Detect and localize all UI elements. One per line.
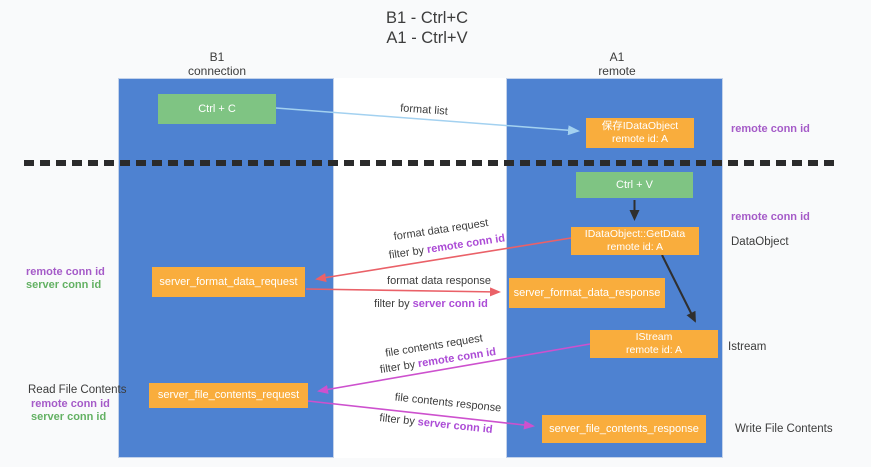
- node-server-file-contents-response: server_file_contents_response: [542, 415, 706, 443]
- node-server-file-contents-response-label: server_file_contents_response: [549, 422, 699, 435]
- node-server-format-data-request-label: server_format_data_request: [159, 275, 298, 288]
- annotation-remote-conn-id-mid: remote conn id: [731, 211, 810, 223]
- lane-b1-role: connection: [187, 64, 247, 78]
- annotation-remote-conn-id-top: remote conn id: [731, 123, 810, 135]
- annotation-remote-conn-id-bottom: remote conn id: [31, 398, 110, 410]
- node-getdata-line2: remote id: A: [606, 241, 664, 253]
- node-server-file-contents-request: server_file_contents_request: [149, 383, 308, 408]
- annotation-read-file-contents: Read File Contents: [28, 384, 127, 396]
- annotation-write-file-contents: Write File Contents: [735, 423, 833, 435]
- annotation-server-conn-id-left: server conn id: [26, 279, 102, 291]
- node-save-idataobject: 保存IDataObject remote id: A: [586, 118, 694, 148]
- center-strip: [334, 78, 506, 458]
- filter-by-text: filter by: [374, 298, 410, 310]
- node-server-format-data-request: server_format_data_request: [152, 267, 305, 297]
- annotation-remote-conn-id-left: remote conn id: [26, 266, 105, 278]
- node-server-file-contents-request-label: server_file_contents_request: [157, 389, 300, 401]
- arrow-getdata-to-istream: [661, 254, 696, 323]
- server-conn-id-key: server conn id: [412, 298, 488, 310]
- node-ctrl-v-label: Ctrl + V: [616, 178, 653, 191]
- lane-header-a1: A1 remote: [547, 50, 687, 78]
- title-line-1: B1 - Ctrl+C: [385, 9, 469, 27]
- node-save-idataobject-line2: remote id: A: [611, 133, 669, 145]
- node-ctrl-c: Ctrl + C: [158, 94, 276, 124]
- arrow-format-list: [275, 107, 580, 136]
- node-ctrl-c-label: Ctrl + C: [198, 102, 236, 115]
- arrow-file-contents-request: [317, 343, 591, 394]
- node-server-format-data-response: server_format_data_response: [509, 278, 665, 308]
- arrow-format-data-request: [315, 237, 572, 283]
- node-istream-line2: remote id: A: [625, 344, 683, 356]
- lane-header-b1: B1 connection: [147, 50, 287, 78]
- title-line-2: A1 - Ctrl+V: [386, 29, 468, 47]
- lane-b1-name: B1: [209, 50, 225, 64]
- node-save-idataobject-line1: 保存IDataObject: [601, 120, 679, 132]
- node-idataobject-getdata: IDataObject::GetData remote id: A: [571, 227, 699, 255]
- arrow-format-data-response: [305, 287, 501, 297]
- node-getdata-line1: IDataObject::GetData: [584, 228, 686, 240]
- lane-a1-name: A1: [609, 50, 625, 64]
- node-istream-line1: IStream: [635, 331, 673, 343]
- arrow-file-contents-response: [307, 400, 535, 430]
- node-server-format-data-response-label: server_format_data_response: [513, 286, 661, 299]
- node-ctrl-v: Ctrl + V: [576, 172, 693, 198]
- diagram-title: B1 - Ctrl+C A1 - Ctrl+V: [277, 8, 577, 48]
- annotation-istream: Istream: [728, 341, 767, 353]
- label-format-data-response: format data response: [387, 275, 491, 287]
- annotation-server-conn-id-bottom: server conn id: [31, 411, 107, 423]
- lane-a1-role: remote: [598, 64, 636, 78]
- node-istream: IStream remote id: A: [590, 330, 718, 358]
- annotation-dataobject: DataObject: [731, 236, 789, 248]
